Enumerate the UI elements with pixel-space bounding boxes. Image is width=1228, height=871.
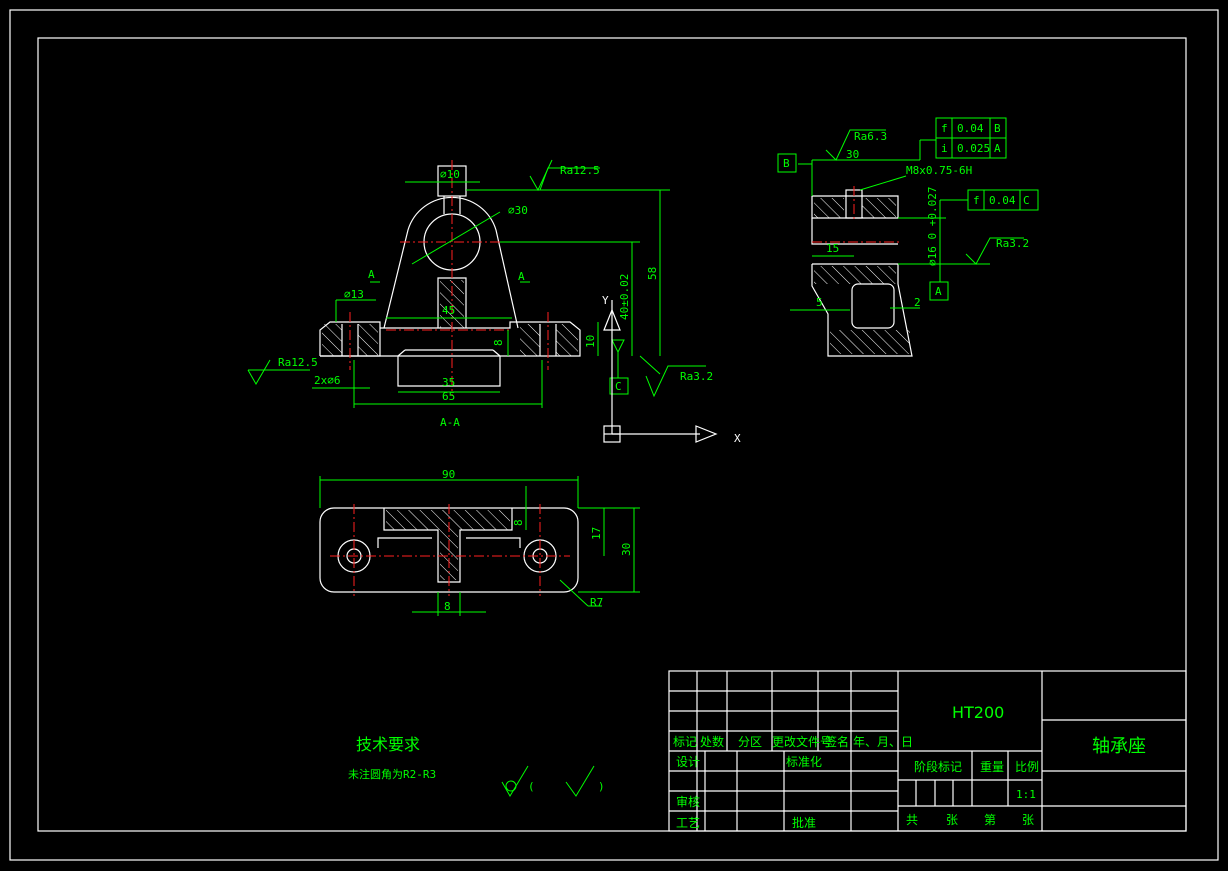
section-mark-left: A <box>368 268 375 281</box>
datum-c: C <box>615 380 622 393</box>
fcf3-ref: C <box>1023 194 1030 207</box>
outer-frame <box>9 9 1219 861</box>
side-roughness-right: Ra3.2 <box>996 237 1029 250</box>
top-dim-17: 17 <box>590 527 603 540</box>
dim-dia-10: ⌀10 <box>440 168 460 181</box>
dim-58: 58 <box>646 267 659 280</box>
axis-y-label: Y <box>602 294 609 307</box>
front-view: ⌀10 ⌀30 Ra12.5 Ra12.5 Ra3.2 ⌀13 2x⌀6 45 … <box>247 159 713 429</box>
tb-standard: 标准化 <box>786 755 822 769</box>
datum-a: A <box>935 285 942 298</box>
dim-35: 35 <box>442 376 455 389</box>
tb-total: 共 <box>906 813 918 827</box>
tb-sheet2: 张 <box>1022 813 1034 827</box>
technical-requirements: 技术要求 未注圆角为R2-R3 ( ) <box>348 735 605 797</box>
tb-date: 年、月、日 <box>853 735 913 749</box>
notes-title: 技术要求 <box>356 735 420 754</box>
top-dim-30: 30 <box>620 543 633 556</box>
tb-design: 设计 <box>676 755 700 769</box>
side-dim-5: 5 <box>816 296 823 309</box>
dim-65: 65 <box>442 390 455 403</box>
fcf2-ref: A <box>994 142 1001 155</box>
tb-count: 处数 <box>700 734 724 749</box>
tb-sheets: 张 <box>946 813 958 827</box>
fcf1-ref: B <box>994 122 1001 135</box>
tb-page: 第 <box>984 813 996 827</box>
datum-b: B <box>783 157 790 170</box>
fcf3-value: 0.04 <box>989 194 1016 207</box>
dim-dia-13: ⌀13 <box>344 288 364 301</box>
top-dim-8: 8 <box>512 519 525 526</box>
fcf2-symbol: i <box>941 142 948 155</box>
fcf3-symbol: f <box>973 194 980 207</box>
title-block: HT200 轴承座 标记 处数 分区 更改文件号 签名 年、月、日 设计 标准化… <box>668 670 1187 832</box>
thread-spec: M8x0.75-6H <box>906 164 972 177</box>
dim-40: 40±0.02 <box>618 274 631 320</box>
section-label: A-A <box>440 416 460 429</box>
top-r7: R7 <box>590 596 603 609</box>
top-dim-8b: 8 <box>444 600 451 613</box>
tb-scale: 1:1 <box>1016 788 1036 801</box>
tb-process: 工艺 <box>676 816 700 830</box>
fcf1-symbol: f <box>941 122 948 135</box>
material: HT200 <box>952 703 1004 722</box>
tb-sign: 签名 <box>825 734 849 749</box>
tb-weight: 重量 <box>980 760 1004 774</box>
tb-approve: 批准 <box>792 815 816 830</box>
side-view: B Ra6.3 30 M8x0.75-6H f 0.04 B i 0.025 A… <box>777 117 1039 357</box>
roughness-top: Ra12.5 <box>560 164 600 177</box>
tb-zone: 分区 <box>738 735 762 749</box>
paren-open: ( <box>528 780 535 793</box>
part-name: 轴承座 <box>1092 736 1146 757</box>
axis-x-label: X <box>734 432 741 445</box>
inner-frame <box>37 37 1187 832</box>
tb-scale-label: 比例 <box>1015 760 1039 774</box>
top-dim-90: 90 <box>442 468 455 481</box>
tb-doc: 更改文件号 <box>772 734 832 749</box>
side-dim-30: 30 <box>846 148 859 161</box>
roughness-right: Ra3.2 <box>680 370 713 383</box>
tb-stage: 阶段标记 <box>914 759 962 774</box>
roughness-left: Ra12.5 <box>278 356 318 369</box>
dim-holes: 2x⌀6 <box>314 374 341 387</box>
dim-8: 8 <box>492 339 505 346</box>
top-view: 90 8 17 30 8 R7 <box>319 468 640 616</box>
dim-dia-30: ⌀30 <box>508 204 528 217</box>
notes-line1: 未注圆角为R2-R3 <box>348 767 436 781</box>
side-dim-bore: ⌀16 0 +0.027 <box>926 187 939 266</box>
paren-close: ) <box>598 780 605 793</box>
dim-45: 45 <box>442 304 455 317</box>
tb-mark: 标记 <box>673 735 697 749</box>
side-dim-2: 2 <box>914 296 921 309</box>
side-dim-15: 15 <box>826 242 839 255</box>
coordinate-axes: Y X <box>602 294 741 445</box>
fcf1-value: 0.04 <box>957 122 984 135</box>
fcf2-value: 0.025 <box>957 142 990 155</box>
side-roughness-top: Ra6.3 <box>854 130 887 143</box>
tb-review: 审核 <box>676 794 700 809</box>
dim-10: 10 <box>584 335 597 348</box>
section-mark-right: A <box>518 270 525 283</box>
